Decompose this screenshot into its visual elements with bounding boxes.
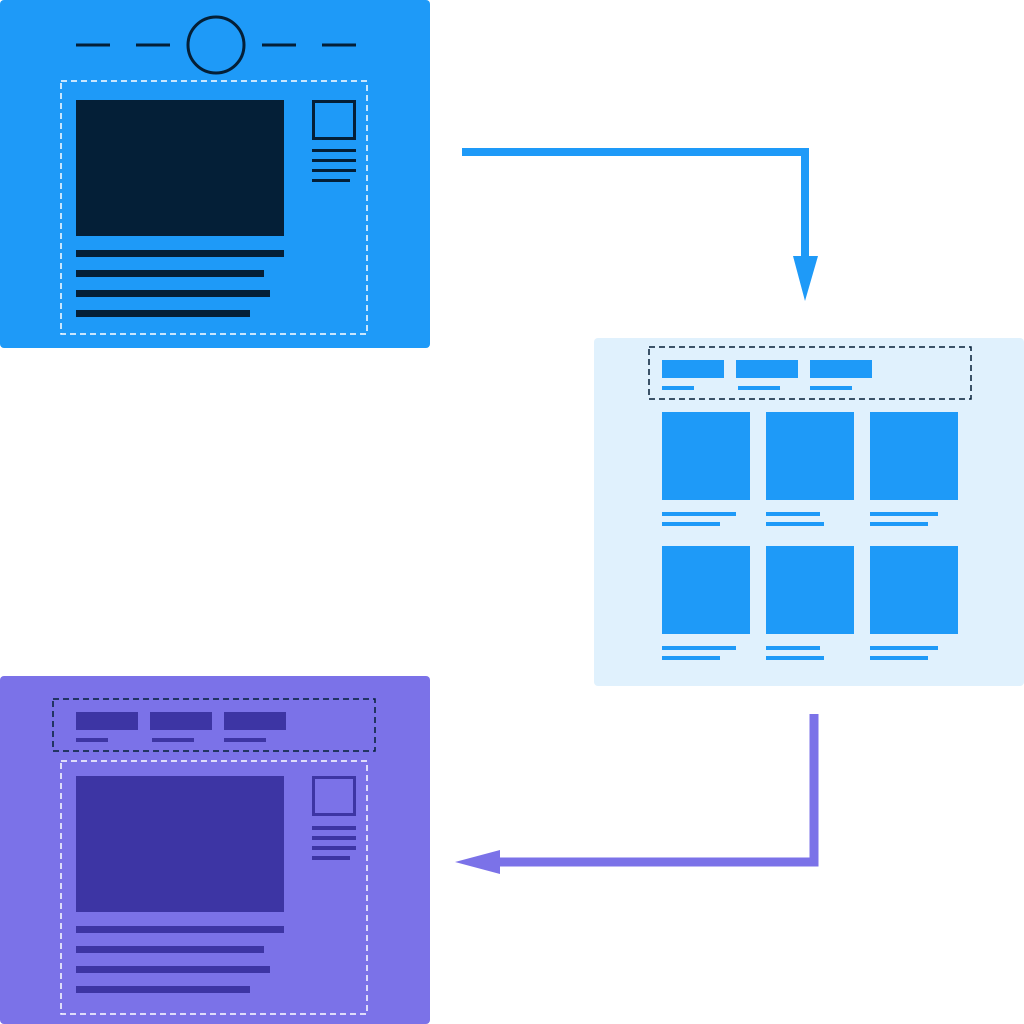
panel-bottom-left <box>0 676 430 1024</box>
card-caption-line <box>870 646 938 650</box>
card-caption-line <box>766 522 824 526</box>
grid-card <box>766 546 854 660</box>
card-caption-line <box>662 656 720 660</box>
nav-tabs <box>662 360 872 390</box>
arrow-head-down-icon <box>793 256 818 301</box>
arrow-shaft <box>496 714 819 867</box>
square-icon <box>312 100 356 140</box>
text-line <box>312 856 350 860</box>
text-line <box>76 270 264 277</box>
text-line <box>312 846 356 850</box>
panel-top-left <box>0 0 430 348</box>
body-text-lines <box>76 926 284 993</box>
text-line <box>76 250 284 257</box>
text-line <box>76 290 270 297</box>
content-dashed-frame <box>60 760 368 1015</box>
nav-tabs <box>76 712 286 742</box>
nav-tab <box>150 712 212 730</box>
text-line <box>76 966 270 973</box>
card-caption-line <box>870 512 938 516</box>
text-line <box>76 926 284 933</box>
card-image <box>870 546 958 634</box>
card-image <box>662 412 750 500</box>
card-caption-line <box>662 512 736 516</box>
text-line <box>312 179 350 182</box>
flow-arrow-blue <box>462 148 818 301</box>
card-caption-line <box>766 646 820 650</box>
text-line <box>76 310 250 317</box>
grid-card <box>870 412 958 526</box>
arrow-head-left-icon <box>455 850 500 874</box>
nav-tab-underline <box>152 738 194 742</box>
text-line <box>76 986 250 993</box>
card-caption-line <box>870 656 928 660</box>
content-dashed-frame <box>60 80 368 335</box>
logo-circle-icon <box>186 15 246 75</box>
nav-tab <box>810 360 872 378</box>
card-image <box>870 412 958 500</box>
card-caption-line <box>870 522 928 526</box>
grid-card <box>662 546 750 660</box>
text-line <box>312 159 356 162</box>
nav-dashed-frame <box>52 698 376 752</box>
arrow-shaft <box>462 148 809 262</box>
nav-tab <box>76 712 138 730</box>
card-image <box>766 412 854 500</box>
card-caption-line <box>766 656 824 660</box>
grid-card <box>766 412 854 526</box>
body-text-lines <box>76 250 284 317</box>
card-caption-line <box>662 646 736 650</box>
card-image <box>766 546 854 634</box>
flow-arrow-purple <box>455 714 819 874</box>
card-caption-line <box>766 512 820 516</box>
card-image <box>662 546 750 634</box>
grid-card <box>870 546 958 660</box>
nav-dashed-frame <box>648 346 972 400</box>
nav-tab <box>224 712 286 730</box>
text-line <box>312 836 356 840</box>
text-line <box>312 149 356 152</box>
nav-tab-underline <box>738 386 780 390</box>
nav-tab <box>736 360 798 378</box>
card-caption-line <box>662 522 720 526</box>
nav-tab-underline <box>662 386 694 390</box>
nav-tab <box>662 360 724 378</box>
sidebar-text-lines <box>312 149 356 182</box>
grid-card <box>662 412 750 526</box>
text-line <box>312 169 356 172</box>
nav-tab-underline <box>76 738 108 742</box>
hero-image <box>76 776 284 912</box>
product-grid <box>662 412 958 660</box>
sidebar-text-lines <box>312 826 356 860</box>
square-icon <box>312 776 356 816</box>
hero-image <box>76 100 284 236</box>
text-line <box>312 826 356 830</box>
text-line <box>76 946 264 953</box>
nav-tab-underline <box>810 386 852 390</box>
header-nav <box>76 15 356 75</box>
nav-tab-underline <box>224 738 266 742</box>
panel-right <box>594 338 1024 686</box>
